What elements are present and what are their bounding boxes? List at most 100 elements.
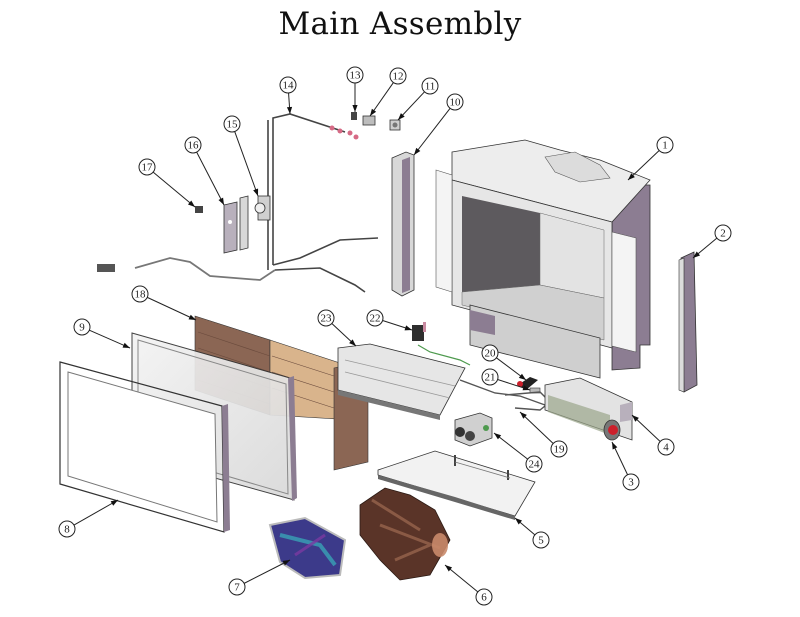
arrowhead-icon bbox=[628, 173, 635, 180]
callout-number: 7 bbox=[234, 582, 240, 594]
callout-22: 22 bbox=[366, 309, 413, 331]
callout-2: 2 bbox=[692, 224, 732, 259]
leader-line bbox=[234, 131, 259, 197]
callout-circle bbox=[475, 588, 493, 606]
callout-number: 13 bbox=[350, 70, 362, 82]
arrowhead-icon bbox=[187, 200, 195, 207]
arrowhead-icon bbox=[370, 108, 377, 116]
arrowhead-icon bbox=[398, 113, 405, 120]
knob bbox=[517, 377, 538, 390]
control-module bbox=[254, 195, 271, 221]
callout-circle bbox=[184, 136, 202, 154]
arrowhead-icon bbox=[282, 560, 290, 566]
callout-number: 5 bbox=[538, 535, 544, 547]
callout-9: 9 bbox=[73, 318, 131, 349]
callout-number: 12 bbox=[393, 71, 404, 83]
callout-number: 23 bbox=[321, 313, 333, 325]
callout-6: 6 bbox=[444, 564, 493, 606]
callout-17: 17 bbox=[138, 158, 196, 208]
leader-line bbox=[413, 108, 451, 156]
leader-line bbox=[73, 499, 119, 526]
callout-circle bbox=[656, 136, 674, 154]
leader-line bbox=[493, 432, 528, 460]
callout-circle bbox=[317, 309, 335, 327]
callout-18: 18 bbox=[131, 285, 197, 321]
callout-number: 16 bbox=[188, 140, 200, 152]
arrowhead-icon bbox=[414, 147, 421, 155]
arrowhead-icon bbox=[520, 412, 527, 419]
callout-number: 3 bbox=[628, 477, 634, 489]
arrowhead-icon bbox=[515, 518, 523, 525]
callout-number: 2 bbox=[720, 228, 726, 240]
callout-14: 14 bbox=[279, 76, 297, 115]
callout-number: 10 bbox=[450, 97, 462, 109]
arrowhead-icon bbox=[522, 385, 530, 391]
arrowhead-icon bbox=[518, 373, 526, 380]
callout-number: 22 bbox=[370, 313, 381, 325]
callout-circle bbox=[131, 285, 149, 303]
callout-number: 18 bbox=[135, 289, 147, 301]
callout-number: 4 bbox=[663, 442, 669, 454]
callout-number: 17 bbox=[142, 162, 154, 174]
arrowhead-icon bbox=[632, 415, 639, 422]
arrowhead-icon bbox=[612, 442, 618, 450]
callout-number: 24 bbox=[529, 459, 541, 471]
callout-number: 8 bbox=[64, 524, 70, 536]
leader-line bbox=[627, 150, 660, 181]
ember-bag bbox=[268, 516, 347, 580]
arrowhead-icon bbox=[494, 433, 502, 440]
callout-24: 24 bbox=[493, 432, 543, 473]
callout-21: 21 bbox=[481, 368, 531, 391]
callout-number: 20 bbox=[485, 348, 497, 360]
arrowhead-icon bbox=[110, 500, 118, 506]
callout-23: 23 bbox=[317, 309, 357, 347]
callout-number: 6 bbox=[481, 592, 487, 604]
callout-circle bbox=[657, 438, 675, 456]
leader-line bbox=[243, 559, 291, 584]
callout-circle bbox=[138, 158, 156, 176]
callout-number: 9 bbox=[79, 322, 85, 334]
wire-harness bbox=[97, 113, 379, 293]
diagram-title: Main Assembly bbox=[278, 6, 522, 42]
arrowhead-icon bbox=[218, 197, 224, 205]
burner-tray bbox=[377, 450, 536, 520]
callout-circle bbox=[714, 224, 732, 242]
callout-11: 11 bbox=[397, 77, 439, 121]
callout-7: 7 bbox=[228, 559, 291, 596]
callout-15: 15 bbox=[223, 115, 259, 197]
arrowhead-icon bbox=[286, 106, 293, 114]
leader-line bbox=[196, 151, 225, 206]
callout-16: 16 bbox=[184, 136, 225, 206]
thermo-disc bbox=[351, 112, 357, 120]
callout-12: 12 bbox=[369, 67, 407, 117]
log-set bbox=[359, 487, 451, 581]
leader-line bbox=[147, 296, 197, 321]
leader-line bbox=[152, 171, 196, 208]
callout-number: 14 bbox=[283, 80, 295, 92]
callout-20: 20 bbox=[481, 344, 527, 381]
callout-4: 4 bbox=[631, 414, 675, 456]
gas-line bbox=[459, 379, 552, 411]
callout-circle bbox=[532, 531, 550, 549]
callout-circle bbox=[223, 115, 241, 133]
pilot-assembly bbox=[412, 322, 471, 366]
callout-circle bbox=[481, 344, 499, 362]
callout-circle bbox=[366, 309, 384, 327]
callout-circle bbox=[58, 520, 76, 538]
rocker-switch bbox=[362, 115, 376, 126]
callout-1: 1 bbox=[627, 136, 674, 181]
arrowhead-icon bbox=[404, 325, 412, 331]
callout-circle bbox=[525, 455, 543, 473]
arrowhead-icon bbox=[352, 105, 358, 112]
callout-number: 15 bbox=[227, 119, 239, 131]
callout-circle bbox=[421, 77, 439, 95]
callout-number: 11 bbox=[425, 81, 436, 93]
callout-10: 10 bbox=[413, 93, 464, 156]
callout-number: 1 bbox=[662, 140, 668, 152]
leader-line bbox=[89, 329, 131, 349]
callout-5: 5 bbox=[514, 517, 550, 549]
callout-3: 3 bbox=[611, 441, 640, 491]
arrowhead-icon bbox=[253, 188, 259, 196]
callout-circle bbox=[389, 67, 407, 85]
